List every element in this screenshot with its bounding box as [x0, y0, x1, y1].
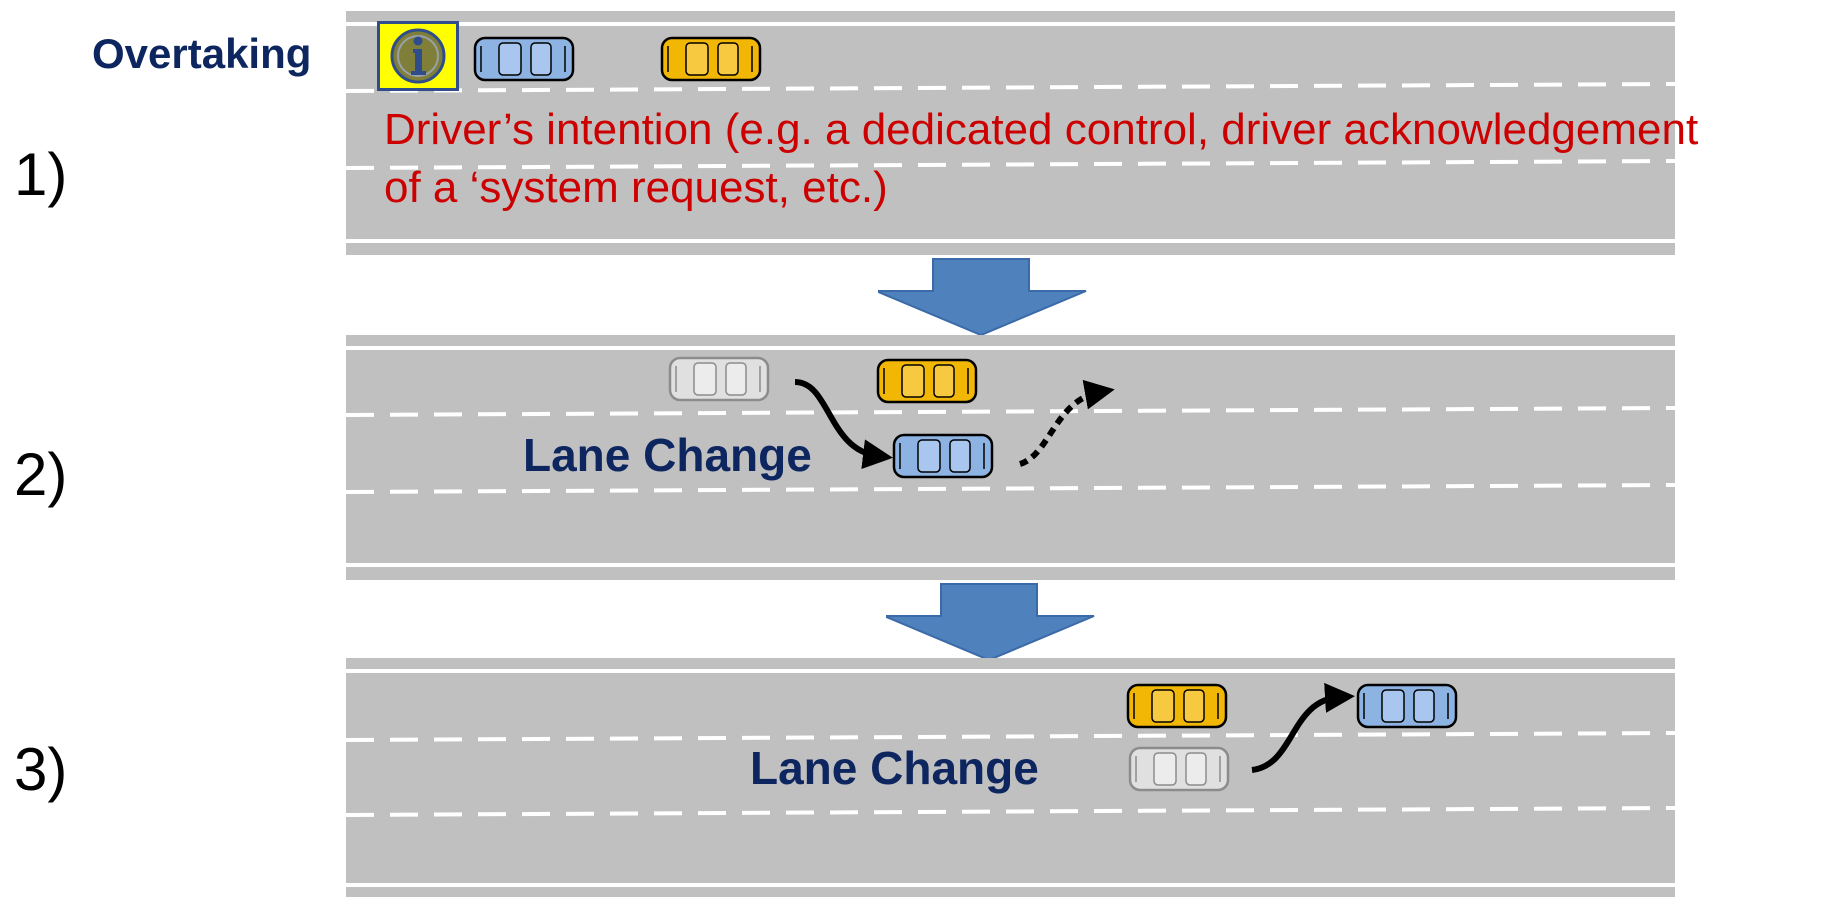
other-car-1 [660, 36, 762, 82]
ego-car-2 [892, 433, 994, 479]
lane-change-label-3: Lane Change [750, 742, 1039, 794]
lane-change-path-3 [1251, 682, 1355, 773]
step-number-3: 3) [14, 736, 68, 803]
lane-markings-1 [346, 22, 1675, 243]
ghost-car-2 [668, 356, 770, 402]
step-arrow-1 [878, 258, 1087, 337]
info-icon [390, 28, 446, 84]
step-number-1: 1) [14, 141, 68, 208]
lane-markings-3 [346, 669, 1675, 887]
lane-markings-2 [346, 346, 1675, 567]
other-car-2 [876, 358, 978, 404]
lane-change-label-2: Lane Change [523, 429, 812, 481]
road-step-2 [346, 335, 1675, 580]
ego-car-3 [1356, 683, 1458, 729]
ghost-car-3 [1128, 746, 1230, 792]
driver-intention-line-1: Driver’s intention (e.g. a dedicated con… [384, 105, 1699, 154]
ego-car-1 [473, 36, 575, 82]
lane-change-path-2 [794, 379, 893, 470]
step-number-2: 2) [14, 441, 68, 508]
step-arrow-2 [886, 583, 1095, 662]
overtaking-title: Overtaking [92, 30, 312, 77]
overtake-intent-path-2 [1018, 379, 1115, 467]
other-car-3 [1126, 683, 1228, 729]
driver-intention-line-2: of a ‘system request, etc.) [384, 163, 888, 212]
info-sign [377, 21, 459, 91]
